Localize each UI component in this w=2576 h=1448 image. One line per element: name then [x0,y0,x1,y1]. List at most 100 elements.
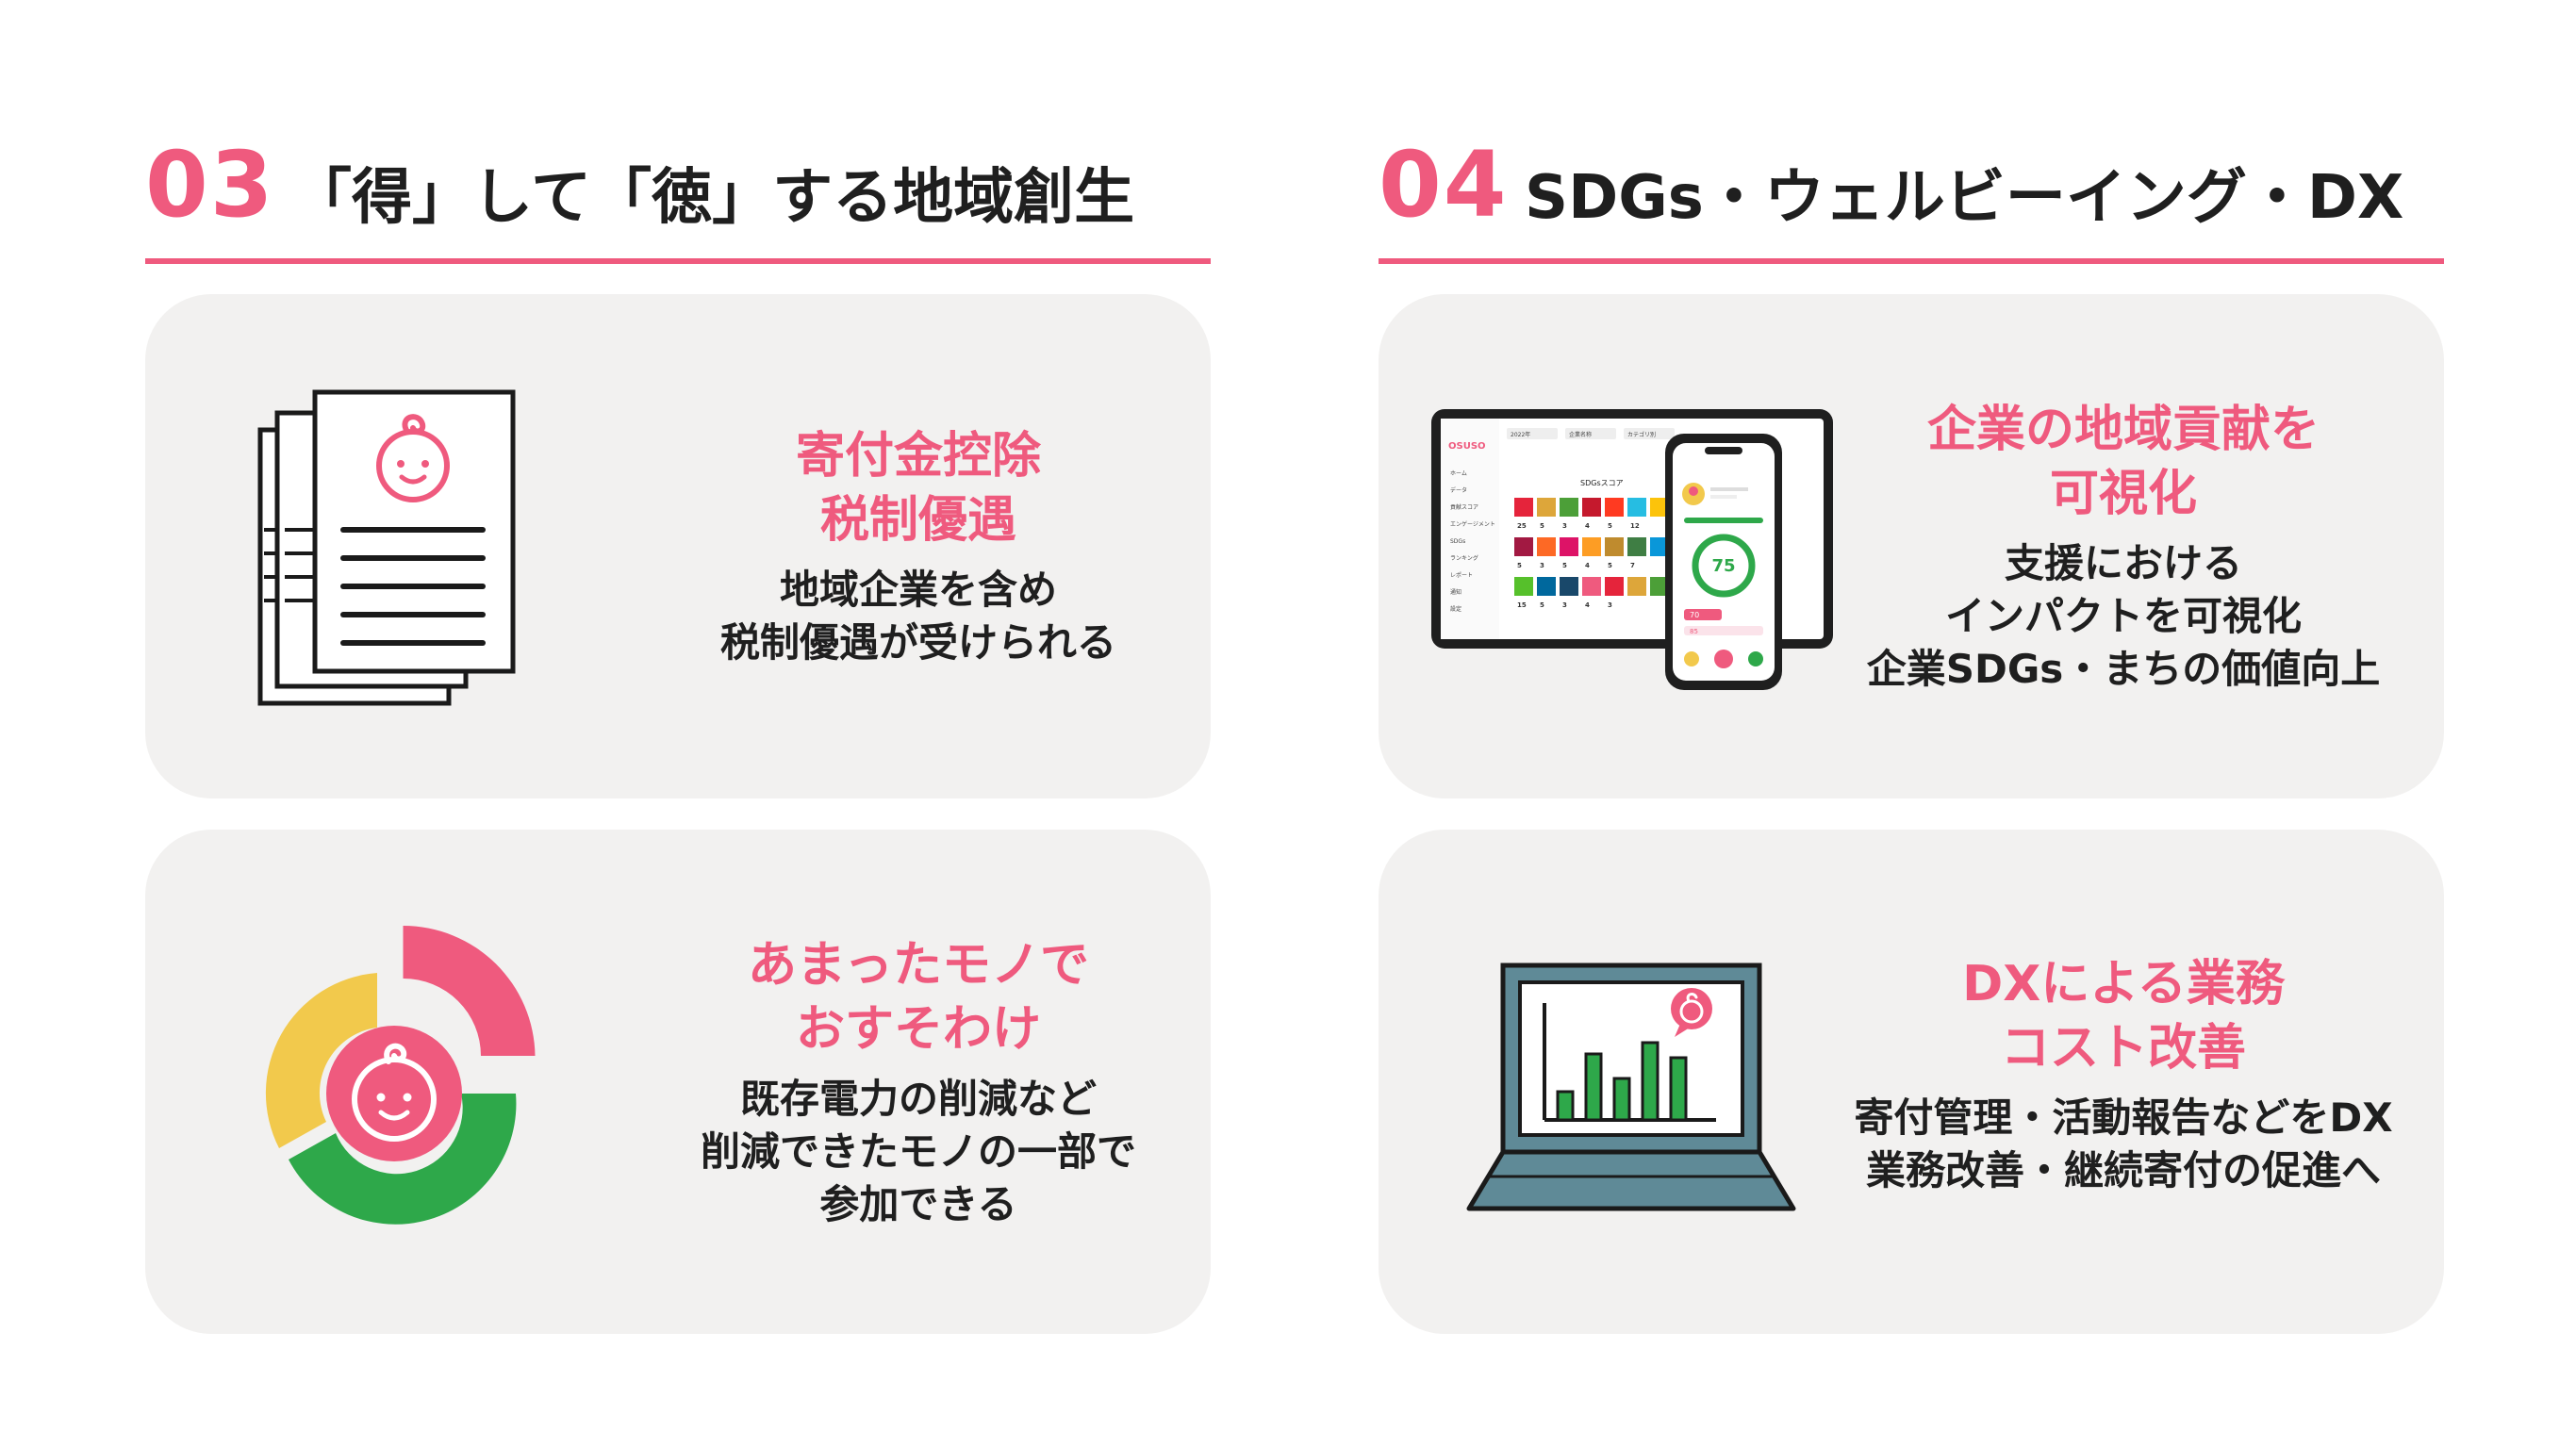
card-title: あまったモノで おすそわけ [636,933,1201,1061]
card-title-line: 可視化 [2049,466,2197,522]
card-share-surplus: あまったモノで おすそわけ 既存電力の削減など 削減できたモノの一部で 参加でき… [145,830,1211,1334]
sdg-tile [1514,498,1533,517]
dashboard-sidebar-item: ランキング [1450,554,1478,562]
dashboard-sidebar-item: 通知 [1450,588,1461,596]
sdg-tile-value: 4 [1585,522,1590,530]
filter-pill [1565,428,1616,439]
card-desc-line: 支援における [2004,540,2242,586]
dashboard-sidebar-item: 貢献スコア [1450,503,1478,511]
sdg-tile-value: 5 [1540,522,1544,530]
filter-pill [1507,428,1558,439]
sdg-tile [1605,498,1624,517]
sdg-tile-value: 15 [1517,601,1527,609]
card-title-line: おすそわけ [795,1001,1041,1058]
card-visualize-contribution: OSUSO ホームデータ貢献スコアエンゲージメント SDGs ランキングレポート通知… [1379,294,2444,798]
sdg-tile-value: 7 [1630,562,1635,569]
card-title-line: DXによる業務 [1962,956,2285,1012]
card-tax-deduction: 寄付金控除 税制優遇 地域企業を含め 税制優遇が受けられる [145,294,1211,798]
score-value: 75 [1711,556,1735,576]
sdg-tile [1650,498,1669,517]
phone-metric: 85 [1690,628,1698,635]
dashboard-sidebar-item: 設定 [1450,605,1461,613]
filter-label: 2022年 [1511,431,1530,438]
card-text: あまったモノで おすそわけ 既存電力の削減など 削減できたモノの一部で 参加でき… [636,933,1201,1231]
card-text: 寄付金控除 税制優遇 地域企業を含め 税制優遇が受けられる [636,424,1201,669]
section-title: SDGs・ウェルビーイング・DX [1525,163,2404,233]
card-title-line: 税制優遇 [819,492,1016,549]
dashboard-sidebar-item: ホーム [1450,470,1467,477]
sdg-tile-value: 4 [1585,562,1590,569]
card-description: 地域企業を含め 税制優遇が受けられる [636,564,1201,669]
filter-label: カテゴリ別 [1627,431,1656,438]
card-title: DXによる業務 コスト改善 [1812,952,2435,1080]
section-number: 03 [145,132,275,238]
card-desc-line: インパクトを可視化 [1944,593,2302,639]
card-text: DXによる業務 コスト改善 寄付管理・活動報告などをDX 業務改善・継続寄付の促… [1812,952,2435,1197]
card-desc-line: 参加できる [819,1181,1017,1227]
dashboard-sidebar-item: エンゲージメント [1450,520,1495,528]
sdg-tile [1582,577,1601,596]
laptop-chart-icon [1466,963,1796,1211]
phone-metric: 70 [1690,611,1699,619]
sdg-tile-value: 12 [1630,522,1640,530]
score-label: SDGsスコア [1580,479,1624,487]
card-desc-line: 削減できたモノの一部で [700,1128,1136,1175]
dashboard-sidebar-item: データ [1450,486,1467,494]
sdg-tile [1560,537,1578,556]
sdg-tile-value: 5 [1608,562,1612,569]
sdg-tile [1650,577,1669,596]
sdg-tile [1650,537,1669,556]
card-dx-cost: DXによる業務 コスト改善 寄付管理・活動報告などをDX 業務改善・継続寄付の促… [1379,830,2444,1334]
filter-pill [1624,428,1675,439]
sdg-tile [1537,577,1556,596]
sdg-tile-value: 5 [1608,522,1612,530]
card-description: 既存電力の削減など 削減できたモノの一部で 参加できる [636,1073,1201,1231]
section-title: 「得」して「徳」する地域創生 [291,163,1135,233]
card-desc-line: 税制優遇が受けられる [719,619,1116,666]
sdg-tile [1627,537,1646,556]
sdg-tile [1582,498,1601,517]
section-number: 04 [1379,132,1509,238]
card-title: 寄付金控除 税制優遇 [636,424,1201,552]
sdg-tile [1537,498,1556,517]
sdg-tile [1627,577,1646,596]
card-desc-line: 業務改善・継続寄付の促進へ [1865,1147,2381,1193]
card-desc-line: 地域企業を含め [779,567,1057,613]
sdg-tile [1560,498,1578,517]
filter-label: 企業名称 [1569,431,1592,438]
donut-chart-icon [265,926,536,1225]
sdg-tile-value: 3 [1562,601,1567,609]
brand-logo: OSUSO [1448,441,1486,452]
tax-document-icon [257,389,516,706]
sdg-tile-value: 4 [1585,601,1590,609]
sdg-tile-value: 3 [1608,601,1612,609]
section-header-04: 04 SDGs・ウェルビーイング・DX [1379,113,2444,264]
sdg-tile [1605,537,1624,556]
sdg-tile [1514,577,1533,596]
dashboard-sidebar-item: SDGs [1450,538,1465,545]
card-title-line: 寄付金控除 [795,428,1041,485]
sdg-tile-value: 5 [1517,562,1522,569]
sdg-tile-value: 25 [1517,522,1527,530]
sdg-tile [1582,537,1601,556]
dashboard-sidebar-item: レポート [1450,571,1473,579]
sdg-tile-value: 5 [1562,562,1567,569]
sdg-tile [1627,498,1646,517]
section-header-03: 03 「得」して「徳」する地域創生 [145,113,1211,264]
card-title: 企業の地域貢献を 可視化 [1812,398,2435,526]
card-title-line: コスト改善 [2000,1020,2246,1077]
sdg-tile [1537,537,1556,556]
card-title-line: 企業の地域貢献を [1926,402,2320,458]
card-desc-line: 既存電力の削減など [739,1076,1097,1122]
card-desc-line: 企業SDGs・まちの価値向上 [1866,646,2381,692]
sdg-tile [1605,577,1624,596]
card-desc-line: 寄付管理・活動報告などをDX [1854,1094,2393,1141]
sdg-tile-value: 3 [1540,562,1544,569]
sdg-tile-value: 3 [1562,522,1567,530]
sdg-tile-value: 5 [1540,601,1544,609]
card-description: 寄付管理・活動報告などをDX 業務改善・継続寄付の促進へ [1812,1092,2435,1197]
sdg-tile [1560,577,1578,596]
card-title-line: あまったモノで [748,937,1089,994]
card-description: 支援における インパクトを可視化 企業SDGs・まちの価値向上 [1812,537,2435,696]
